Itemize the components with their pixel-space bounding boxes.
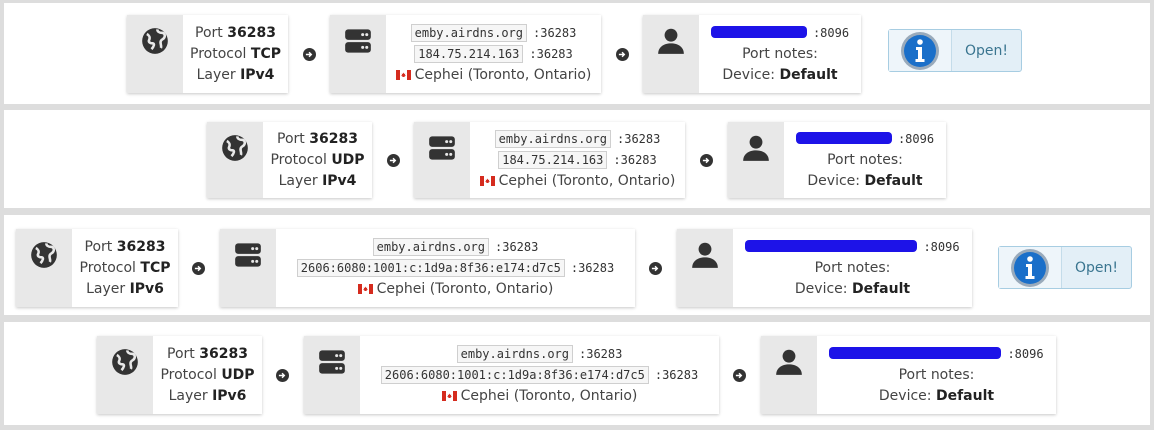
port-notes-label: Port notes: bbox=[814, 259, 891, 276]
server-card: emby.airdns.org:36283 184.75.214.163:362… bbox=[414, 122, 685, 198]
redacted-client-address bbox=[745, 240, 918, 252]
server-icon bbox=[220, 229, 276, 307]
port-number: 36283 bbox=[116, 238, 166, 255]
device-value: Default bbox=[851, 280, 911, 297]
protocol-value: UDP bbox=[331, 151, 365, 168]
device-value: Default bbox=[864, 172, 923, 189]
redacted-client-address bbox=[710, 26, 807, 38]
user-icon bbox=[677, 229, 733, 307]
port-notes-label: Port notes: bbox=[898, 366, 975, 383]
protocol-value: UDP bbox=[221, 366, 255, 383]
device-value: Default bbox=[779, 66, 838, 83]
layer-value: IPv4 bbox=[240, 66, 275, 83]
open-button-label: Open! bbox=[1074, 259, 1118, 276]
arrow-circle-right-icon bbox=[616, 48, 629, 61]
info-icon bbox=[889, 30, 952, 71]
server-ip: 184.75.214.163 bbox=[498, 151, 608, 169]
open-button[interactable]: Open! bbox=[888, 29, 1022, 72]
protocol-value: TCP bbox=[250, 45, 281, 62]
canada-flag-icon bbox=[479, 176, 495, 186]
server-icon bbox=[414, 122, 470, 198]
user-icon bbox=[761, 336, 817, 414]
globe-icon bbox=[207, 122, 263, 198]
arrow-circle-right-icon bbox=[733, 369, 746, 382]
protocol-value: TCP bbox=[140, 259, 171, 276]
server-location: Cephei (Toronto, Ontario) bbox=[414, 66, 592, 83]
server-ip: 184.75.214.163 bbox=[414, 45, 524, 63]
protocol-card: Port 36283 Protocol TCP Layer IPv4 bbox=[127, 15, 288, 93]
server-hostname: emby.airdns.org bbox=[372, 238, 489, 256]
arrow-circle-right-icon bbox=[649, 262, 662, 275]
arrow-circle-right-icon bbox=[700, 154, 713, 167]
globe-icon bbox=[127, 15, 183, 93]
port-row: Port 36283 Protocol UDP Layer IPv4 emby.… bbox=[4, 110, 1150, 208]
canada-flag-icon bbox=[395, 70, 411, 80]
redacted-client-address bbox=[829, 347, 1002, 359]
server-ip: 2606:6080:1001:c:1d9a:8f36:e174:d7c5 bbox=[380, 366, 649, 384]
port-row: Port 36283 Protocol TCP Layer IPv6 emby.… bbox=[4, 215, 1150, 315]
globe-icon bbox=[97, 336, 153, 414]
layer-value: IPv6 bbox=[212, 387, 247, 404]
canada-flag-icon bbox=[357, 284, 373, 294]
layer-value: IPv6 bbox=[129, 280, 164, 297]
server-card: emby.airdns.org:36283 2606:6080:1001:c:1… bbox=[220, 229, 635, 307]
canada-flag-icon bbox=[441, 391, 457, 401]
port-number: 36283 bbox=[227, 24, 276, 41]
server-hostname: emby.airdns.org bbox=[456, 345, 573, 363]
port-notes-label: Port notes: bbox=[742, 45, 818, 62]
globe-icon bbox=[16, 229, 72, 307]
server-location: Cephei (Toronto, Ontario) bbox=[460, 387, 638, 404]
server-hostname: emby.airdns.org bbox=[494, 130, 611, 148]
arrow-circle-right-icon bbox=[192, 262, 205, 275]
device-value: Default bbox=[935, 387, 995, 404]
user-icon bbox=[643, 15, 699, 93]
layer-value: IPv4 bbox=[322, 172, 357, 189]
client-card: :8096 Port notes: Device: Default bbox=[761, 336, 1056, 414]
redacted-client-address bbox=[795, 132, 892, 144]
server-card: emby.airdns.org:36283 184.75.214.163:362… bbox=[330, 15, 601, 93]
arrow-circle-right-icon bbox=[303, 48, 316, 61]
user-icon bbox=[728, 122, 784, 198]
protocol-card: Port 36283 Protocol TCP Layer IPv6 bbox=[16, 229, 178, 307]
info-icon bbox=[999, 247, 1062, 288]
server-ip: 2606:6080:1001:c:1d9a:8f36:e174:d7c5 bbox=[296, 259, 565, 277]
arrow-circle-right-icon bbox=[387, 154, 400, 167]
client-card: :8096 Port notes: Device: Default bbox=[677, 229, 972, 307]
server-card: emby.airdns.org:36283 2606:6080:1001:c:1… bbox=[304, 336, 719, 414]
protocol-card: Port 36283 Protocol UDP Layer IPv6 bbox=[97, 336, 262, 414]
open-button-label: Open! bbox=[964, 42, 1008, 59]
server-icon bbox=[330, 15, 386, 93]
port-row: Port 36283 Protocol UDP Layer IPv6 emby.… bbox=[4, 322, 1150, 425]
port-notes-label: Port notes: bbox=[827, 151, 903, 168]
server-location: Cephei (Toronto, Ontario) bbox=[376, 280, 554, 297]
port-number: 36283 bbox=[309, 130, 358, 147]
server-icon bbox=[304, 336, 360, 414]
port-number: 36283 bbox=[199, 345, 248, 362]
server-hostname: emby.airdns.org bbox=[410, 24, 527, 42]
client-card: :8096 Port notes: Device: Default bbox=[728, 122, 946, 198]
open-button[interactable]: Open! bbox=[998, 246, 1132, 289]
protocol-card: Port 36283 Protocol UDP Layer IPv4 bbox=[207, 122, 372, 198]
arrow-circle-right-icon bbox=[276, 369, 289, 382]
port-row: Port 36283 Protocol TCP Layer IPv4 emby.… bbox=[4, 3, 1150, 104]
server-location: Cephei (Toronto, Ontario) bbox=[498, 172, 676, 189]
client-card: :8096 Port notes: Device: Default bbox=[643, 15, 861, 93]
